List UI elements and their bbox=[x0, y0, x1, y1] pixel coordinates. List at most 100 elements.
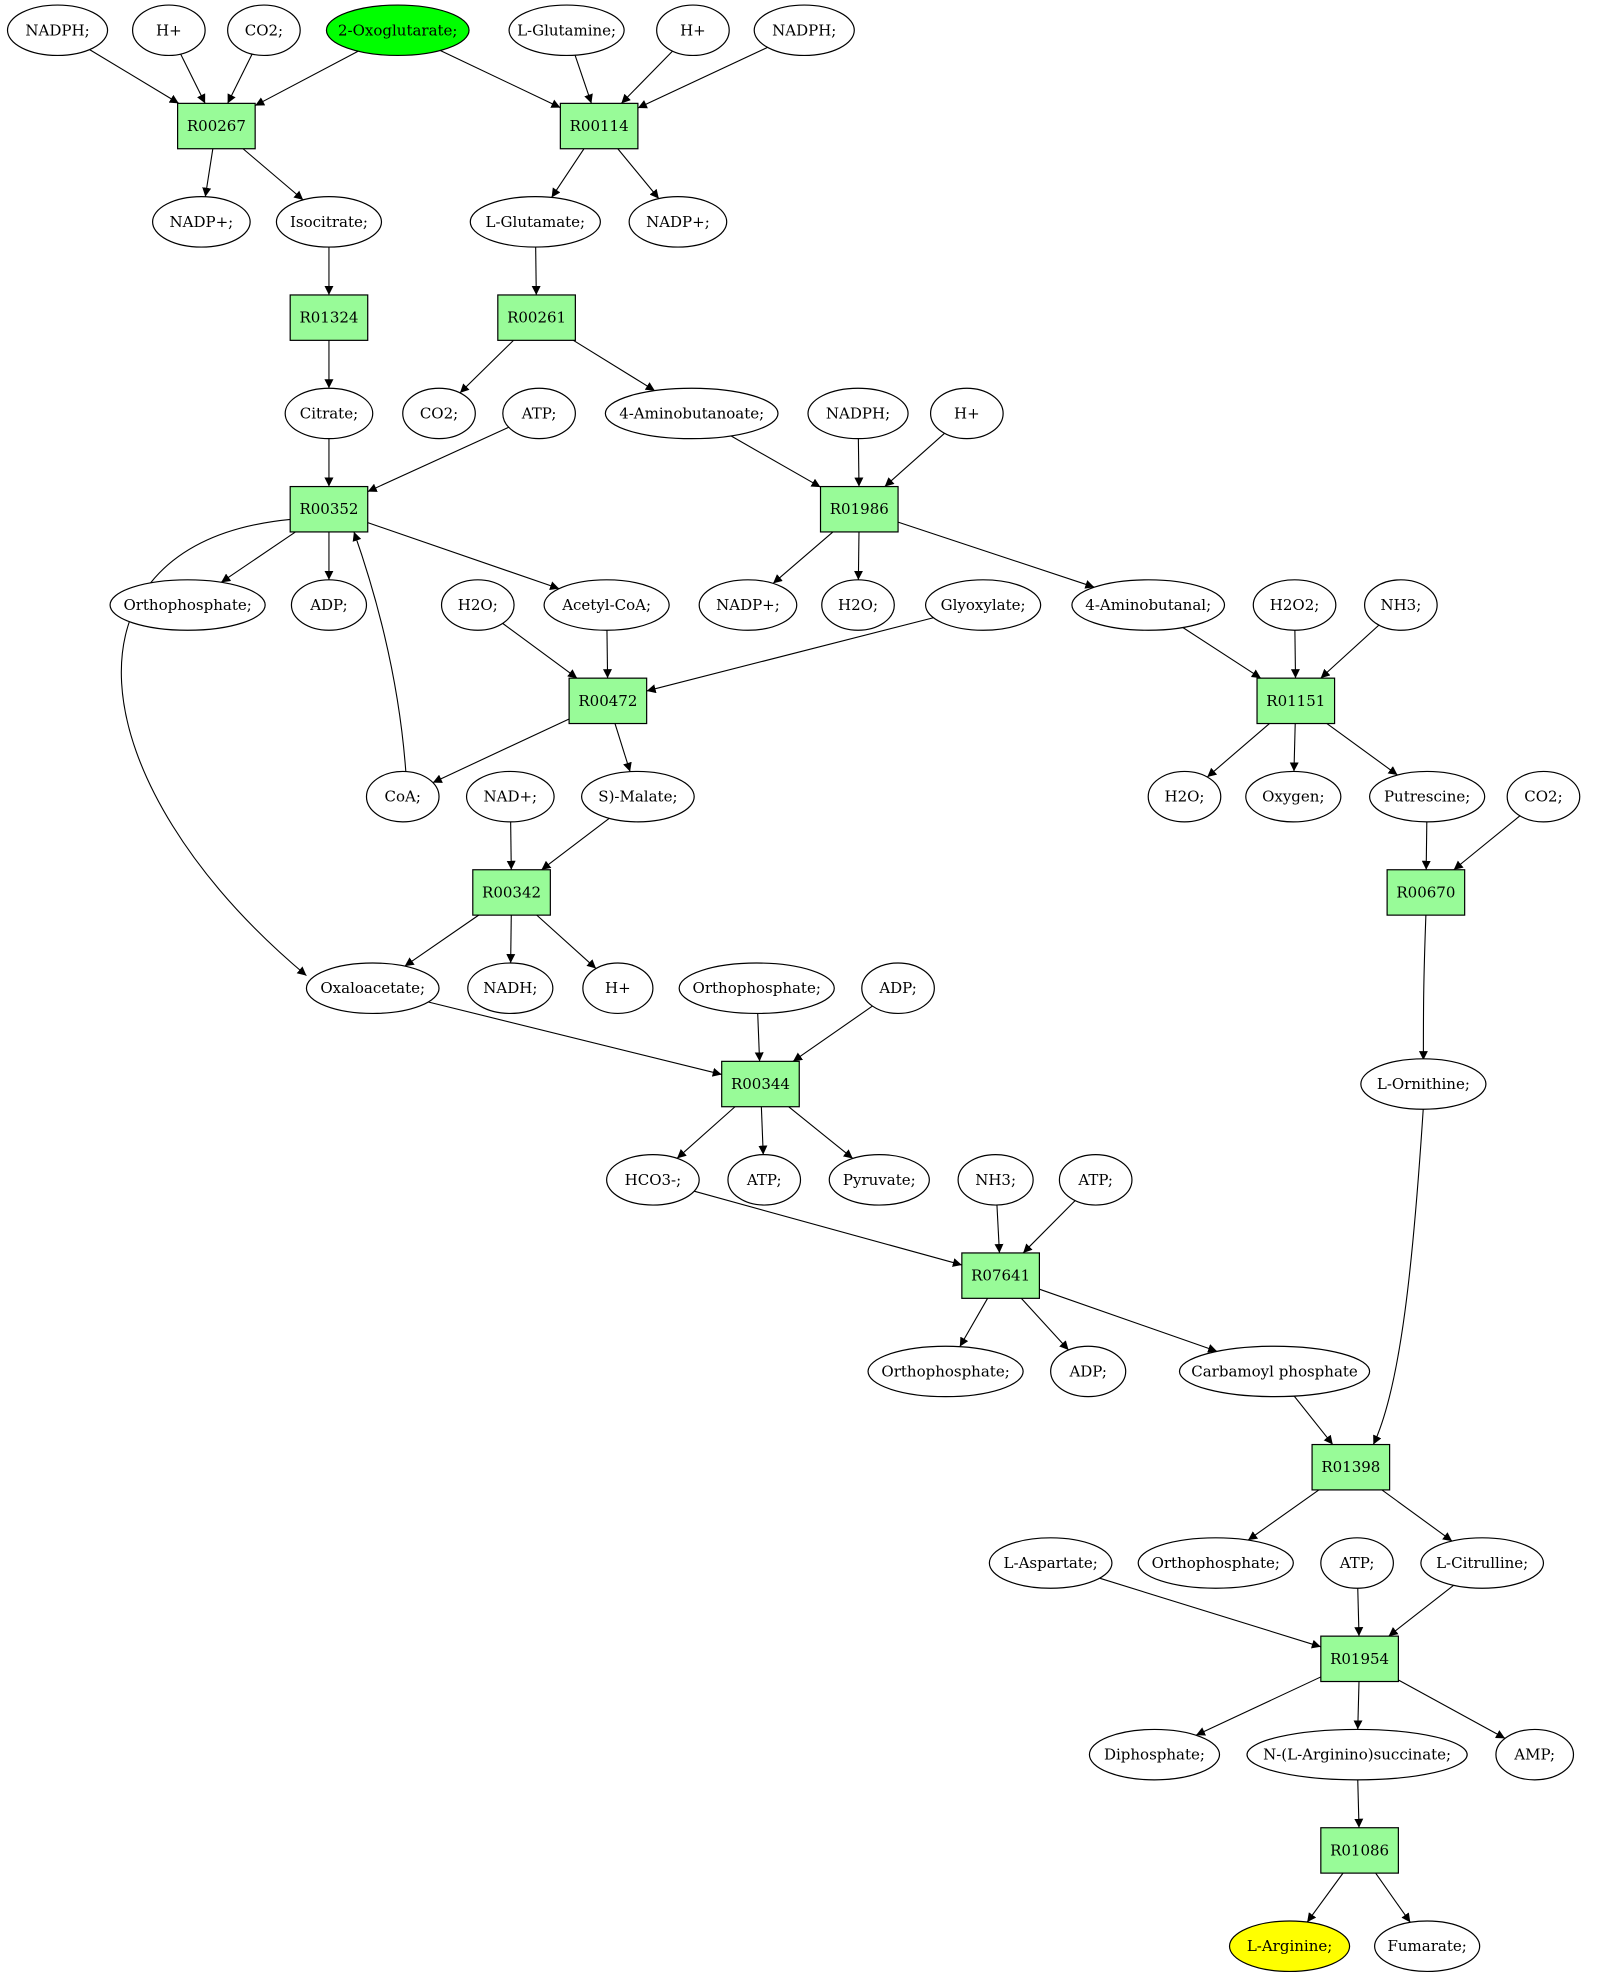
metabolite-node-m6[interactable]: H+ bbox=[656, 4, 730, 57]
metabolite-node-m31[interactable]: H2O; bbox=[1147, 770, 1222, 823]
metabolite-node-m13[interactable]: CO2; bbox=[402, 387, 476, 440]
metabolite-node-m15[interactable]: 4-Aminobutanoate; bbox=[604, 387, 779, 440]
reaction-node-r5[interactable]: R00352 bbox=[289, 485, 369, 533]
metabolite-node-m20[interactable]: H2O; bbox=[440, 579, 515, 631]
metabolite-node-m28[interactable]: CoA; bbox=[365, 770, 440, 823]
metabolite-node-m9[interactable]: Isocitrate; bbox=[275, 196, 383, 248]
node-label: NADPH; bbox=[772, 21, 836, 39]
metabolite-node-m21[interactable]: Acetyl-CoA; bbox=[543, 579, 670, 631]
reaction-node-r9[interactable]: R00342 bbox=[472, 869, 551, 916]
metabolite-node-m11[interactable]: NADP+; bbox=[628, 196, 728, 248]
metabolite-node-m52[interactable]: L-Citrulline; bbox=[1420, 1537, 1545, 1589]
metabolite-ellipse bbox=[440, 579, 515, 631]
metabolite-node-m46[interactable]: Orthophosphate; bbox=[867, 1345, 1024, 1398]
metabolite-ellipse bbox=[543, 579, 670, 631]
metabolite-node-m25[interactable]: 4-Aminobutanal; bbox=[1071, 579, 1226, 631]
reaction-node-r4[interactable]: R00261 bbox=[497, 294, 576, 341]
metabolite-node-m39[interactable]: ADP; bbox=[861, 962, 935, 1015]
metabolite-node-m44[interactable]: NH3; bbox=[957, 1154, 1034, 1206]
edge-m28-to-r5 bbox=[352, 531, 408, 782]
metabolite-node-m24[interactable]: Glyoxylate; bbox=[924, 579, 1042, 631]
metabolite-node-m38[interactable]: Orthophosphate; bbox=[678, 962, 835, 1015]
metabolite-ellipse bbox=[1369, 770, 1486, 823]
metabolite-node-m27[interactable]: NH3; bbox=[1364, 579, 1438, 631]
metabolite-node-m33[interactable]: Putrescine; bbox=[1369, 770, 1486, 823]
metabolite-node-m50[interactable]: Orthophosphate; bbox=[1137, 1537, 1294, 1589]
node-label: NAD+; bbox=[484, 788, 538, 806]
metabolite-node-m47[interactable]: ADP; bbox=[1050, 1345, 1127, 1398]
metabolite-node-m54[interactable]: N-(L-Arginino)succinate; bbox=[1246, 1728, 1468, 1781]
reaction-node-r3[interactable]: R01324 bbox=[289, 294, 369, 341]
metabolite-node-m29[interactable]: NAD+; bbox=[465, 770, 555, 823]
metabolite-node-m51[interactable]: ATP; bbox=[1320, 1537, 1394, 1589]
edge-m1-to-r1 bbox=[89, 49, 180, 104]
metabolite-ellipse bbox=[284, 387, 374, 440]
metabolite-node-m30[interactable]: S)-Malate; bbox=[581, 770, 695, 823]
node-label: NADPH; bbox=[826, 404, 890, 422]
edge-r15-to-m56 bbox=[1306, 1872, 1344, 1923]
node-label: ADP; bbox=[1068, 1362, 1106, 1380]
reaction-node-r6[interactable]: R01986 bbox=[819, 485, 899, 533]
edge-r12-to-m46 bbox=[959, 1298, 989, 1347]
reaction-node-r1[interactable]: R00267 bbox=[177, 102, 256, 150]
metabolite-node-m8[interactable]: NADP+; bbox=[151, 196, 251, 248]
edge-r9-to-m35 bbox=[404, 914, 479, 967]
reaction-node-r11[interactable]: R00344 bbox=[721, 1060, 800, 1108]
metabolite-node-m40[interactable]: L-Ornithine; bbox=[1360, 1058, 1487, 1110]
metabolite-node-m14[interactable]: ATP; bbox=[502, 387, 576, 440]
reaction-node-r15[interactable]: R01086 bbox=[1320, 1827, 1399, 1874]
reaction-node-r8[interactable]: R01151 bbox=[1256, 677, 1336, 725]
metabolite-ellipse bbox=[924, 579, 1042, 631]
metabolite-node-m35[interactable]: Oxaloacetate; bbox=[305, 962, 440, 1015]
node-label: CO2; bbox=[245, 21, 283, 39]
metabolite-node-m37[interactable]: H+ bbox=[582, 962, 654, 1015]
metabolite-node-m48[interactable]: Carbamoyl phosphate bbox=[1178, 1345, 1371, 1398]
node-label: Citrate; bbox=[300, 404, 358, 422]
metabolite-node-m32[interactable]: Oxygen; bbox=[1245, 770, 1342, 823]
metabolite-ellipse bbox=[582, 962, 654, 1015]
metabolite-node-m23[interactable]: H2O; bbox=[821, 579, 895, 631]
metabolite-node-m41[interactable]: HCO3-; bbox=[606, 1154, 700, 1206]
metabolite-node-m22[interactable]: NADP+; bbox=[698, 579, 798, 631]
reaction-node-r10[interactable]: R00670 bbox=[1386, 869, 1466, 916]
node-label: Acetyl-CoA; bbox=[561, 596, 651, 614]
metabolite-ellipse bbox=[1252, 579, 1337, 631]
metabolite-node-m36[interactable]: NADH; bbox=[467, 962, 554, 1015]
metabolite-node-m49[interactable]: L-Aspartate; bbox=[988, 1537, 1113, 1589]
metabolite-node-m45[interactable]: ATP; bbox=[1058, 1154, 1133, 1206]
metabolite-node-m43[interactable]: Pyruvate; bbox=[828, 1154, 930, 1206]
metabolite-node-m1[interactable]: NADPH; bbox=[6, 4, 109, 57]
reaction-node-r14[interactable]: R01954 bbox=[1320, 1635, 1399, 1683]
metabolite-ellipse bbox=[821, 579, 895, 631]
metabolite-node-m12[interactable]: Citrate; bbox=[284, 387, 374, 440]
metabolite-node-m34[interactable]: CO2; bbox=[1506, 770, 1581, 823]
node-label: R00352 bbox=[299, 500, 358, 518]
reaction-node-r2[interactable]: R00114 bbox=[559, 102, 639, 150]
metabolite-node-m53[interactable]: Diphosphate; bbox=[1088, 1728, 1221, 1781]
metabolite-node-m10[interactable]: L-Glutamate; bbox=[469, 196, 601, 248]
metabolite-node-m57[interactable]: Fumarate; bbox=[1374, 1920, 1481, 1973]
metabolite-node-m16[interactable]: NADPH; bbox=[807, 387, 909, 440]
metabolite-node-m5[interactable]: L-Glutamine; bbox=[508, 4, 625, 57]
metabolite-node-m7[interactable]: NADPH; bbox=[753, 4, 855, 57]
metabolite-node-m3[interactable]: CO2; bbox=[227, 4, 301, 57]
metabolite-node-m2[interactable]: H+ bbox=[131, 4, 206, 57]
edge-m38-to-r11 bbox=[754, 1013, 764, 1062]
metabolite-ellipse bbox=[957, 1154, 1034, 1206]
reaction-node-r13[interactable]: R01398 bbox=[1311, 1443, 1391, 1491]
reaction-node-r12[interactable]: R07641 bbox=[961, 1252, 1040, 1299]
node-label: R01324 bbox=[299, 309, 358, 327]
metabolite-node-m19[interactable]: ADP; bbox=[290, 579, 368, 631]
reaction-node-r7[interactable]: R00472 bbox=[568, 677, 648, 725]
metabolite-node-m42[interactable]: ATP; bbox=[727, 1154, 802, 1206]
edge-m48-to-r13 bbox=[1293, 1395, 1334, 1445]
metabolite-node-m18[interactable]: Orthophosphate; bbox=[109, 579, 266, 631]
node-label: CO2; bbox=[1524, 788, 1562, 806]
metabolite-node-m56[interactable]: L-Arginine; bbox=[1228, 1920, 1351, 1973]
metabolite-node-m26[interactable]: H2O2; bbox=[1252, 579, 1337, 631]
metabolite-node-m17[interactable]: H+ bbox=[929, 387, 1004, 440]
metabolite-node-m4[interactable]: 2-Oxoglutarate; bbox=[325, 4, 470, 57]
node-label: 2-Oxoglutarate; bbox=[338, 21, 458, 39]
edge-r8-to-m31 bbox=[1206, 723, 1270, 778]
metabolite-node-m55[interactable]: AMP; bbox=[1495, 1728, 1575, 1781]
